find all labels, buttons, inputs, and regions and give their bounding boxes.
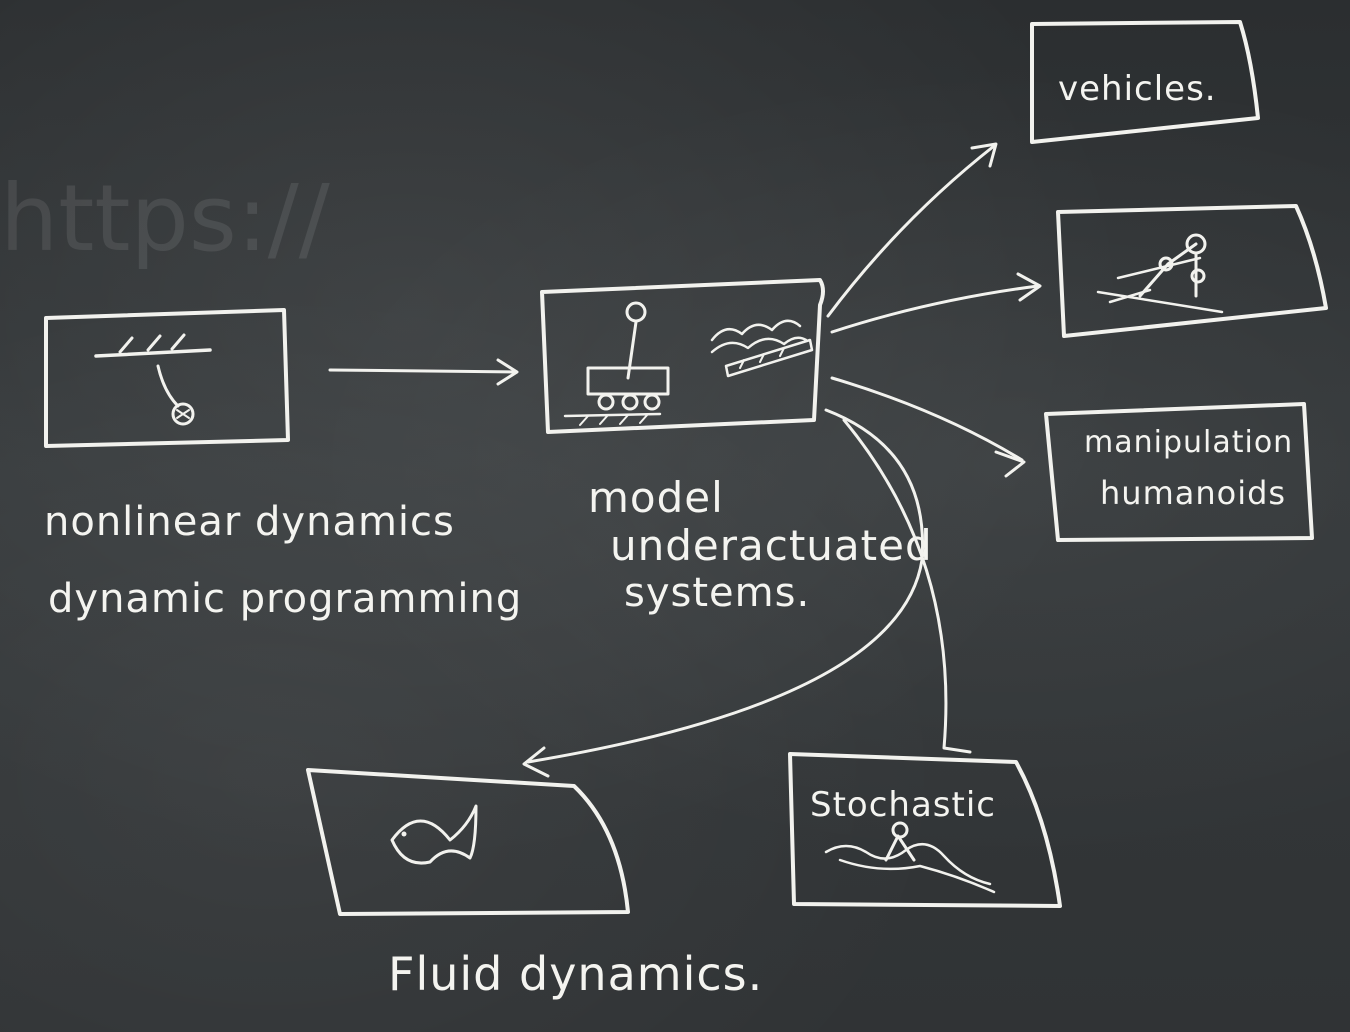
manipulation-label: manipulation [1084, 425, 1293, 460]
acrobot-box [1056, 204, 1328, 338]
left-caption-line2: dynamic programming [48, 576, 522, 622]
rough-terrain-walker-icon [824, 821, 996, 894]
stochastic-box [788, 752, 1062, 908]
cart-pole-icon [563, 301, 670, 426]
vehicles-label: vehicles. [1058, 69, 1217, 109]
erased-url-text: https:// [0, 165, 330, 272]
walker-robot-icon [710, 319, 814, 378]
center-caption-line1: model [588, 473, 724, 522]
pendulum-box [44, 308, 290, 448]
arrow-to-manipulation [830, 376, 1026, 478]
manipulation-box [1044, 402, 1314, 542]
center-caption-line2: underactuated [610, 521, 933, 570]
fluid-box [306, 768, 630, 916]
fish-icon [390, 804, 478, 865]
center-caption-line3: systems. [624, 570, 810, 616]
underactuated-box [540, 278, 825, 434]
line-to-stochastic [842, 418, 972, 754]
arrow-to-fluid [522, 408, 925, 778]
acrobot-icon [1096, 233, 1224, 314]
arrow-to-acrobot [830, 272, 1042, 334]
arrow-to-center [328, 358, 519, 386]
humanoids-label: humanoids [1100, 474, 1286, 512]
vehicles-box [1030, 20, 1260, 144]
left-caption-line1: nonlinear dynamics [44, 499, 455, 545]
pendulum-icon [94, 333, 212, 426]
arrow-to-vehicles [826, 142, 998, 318]
fluid-caption: Fluid dynamics. [388, 947, 763, 1001]
stochastic-label: Stochastic [810, 785, 996, 825]
